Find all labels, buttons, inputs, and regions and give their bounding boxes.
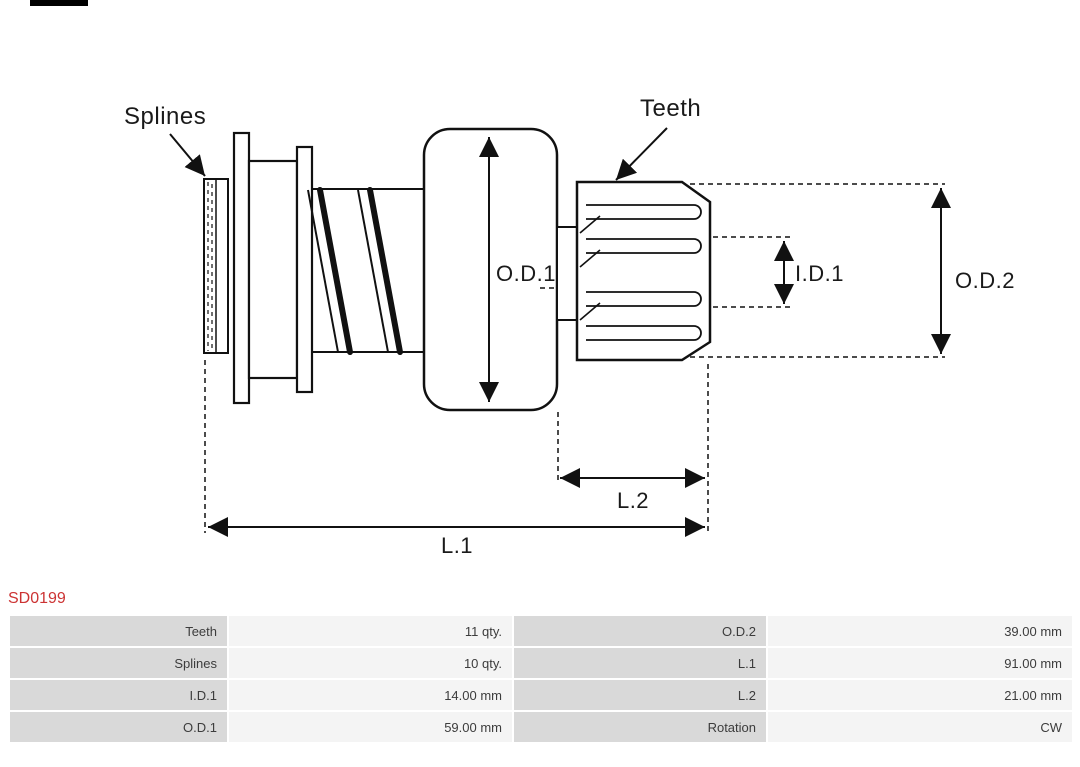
spec-table: Teeth 11 qty. O.D.2 39.00 mm Splines 10 … (8, 614, 1074, 744)
spec-row-id1: I.D.1 14.00 mm L.2 21.00 mm (10, 680, 1072, 710)
l1-label: L.1 (441, 533, 473, 558)
spec-row-splines: Splines 10 qty. L.1 91.00 mm (10, 648, 1072, 678)
product-code: SD0199 (8, 590, 66, 607)
spec-label: Rotation (514, 712, 766, 742)
spring (307, 187, 424, 355)
pinion-gear (575, 180, 712, 362)
teeth-label: Teeth (640, 95, 701, 122)
id1-label: I.D.1 (795, 261, 844, 286)
spec-value: 59.00 mm (229, 712, 512, 742)
spec-value: 21.00 mm (768, 680, 1072, 710)
top-edge-mark (30, 0, 88, 6)
splined-shaft (203, 178, 229, 354)
spec-row-teeth: Teeth 11 qty. O.D.2 39.00 mm (10, 616, 1072, 646)
spec-label: Teeth (10, 616, 227, 646)
splines-leader-arrow (169, 133, 206, 177)
spec-value: 91.00 mm (768, 648, 1072, 678)
spec-value: 10 qty. (229, 648, 512, 678)
product-drawing: Splines Teeth O.D.1 I.D.1 O.D.2 L.2 L.1 (124, 95, 1015, 558)
spec-label: L.2 (514, 680, 766, 710)
flange-assembly (232, 131, 314, 405)
spec-value: 39.00 mm (768, 616, 1072, 646)
splines-label: Splines (124, 103, 206, 130)
od1-label: O.D.1 (496, 261, 556, 286)
shaft-neck (556, 226, 578, 321)
spec-label: O.D.1 (10, 712, 227, 742)
extension-lines (204, 183, 945, 533)
spec-label: Splines (10, 648, 227, 678)
od2-label: O.D.2 (955, 268, 1015, 293)
leader-arrows (169, 127, 668, 181)
l2-label: L.2 (617, 488, 649, 513)
dimension-arrows (208, 137, 951, 537)
spec-label: L.1 (514, 648, 766, 678)
spec-value: 11 qty. (229, 616, 512, 646)
spec-value: 14.00 mm (229, 680, 512, 710)
spec-row-od1: O.D.1 59.00 mm Rotation CW (10, 712, 1072, 742)
spec-value: CW (768, 712, 1072, 742)
teeth-leader-arrow (615, 127, 668, 181)
spec-label: I.D.1 (10, 680, 227, 710)
spec-label: O.D.2 (514, 616, 766, 646)
